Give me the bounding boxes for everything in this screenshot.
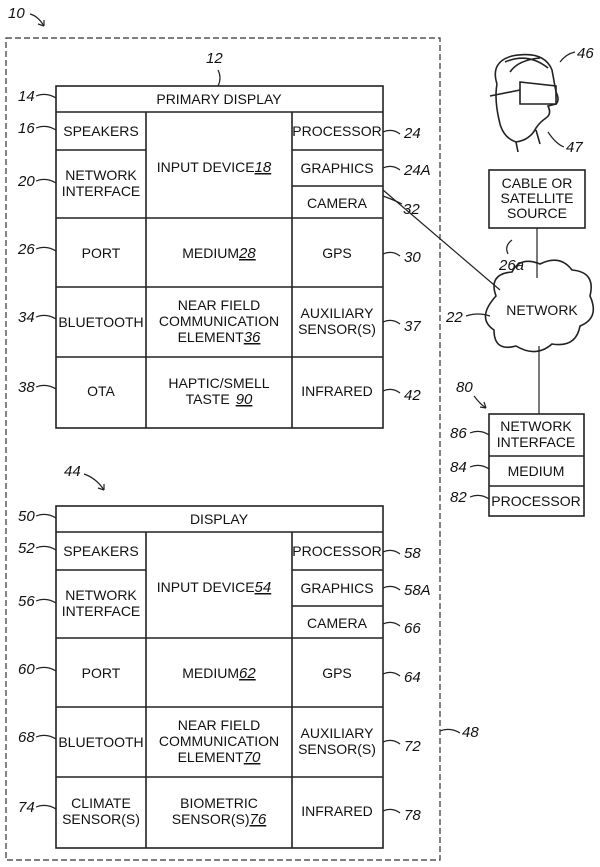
ref-26: 26 — [17, 241, 35, 258]
ref-64: 64 — [404, 669, 421, 686]
server-processor: PROCESSOR — [491, 493, 580, 509]
device2-graphics: GRAPHICS — [300, 580, 373, 596]
ref-78: 78 — [404, 807, 421, 824]
ref-24a: 24A — [403, 162, 431, 179]
device2-speakers: SPEAKERS — [63, 543, 138, 559]
ref-58: 58 — [404, 545, 421, 562]
device1-ota: OTA — [87, 383, 115, 399]
server-medium: MEDIUM — [508, 463, 565, 479]
device1-display-label: PRIMARY DISPLAY — [156, 91, 282, 107]
ref-device1: 12 — [206, 50, 223, 67]
ref-device2: 44 — [64, 463, 81, 480]
ref-24: 24 — [403, 125, 421, 142]
device1-processor: PROCESSOR — [292, 123, 381, 139]
ref-system-arrow — [29, 13, 45, 27]
device1-bluetooth: BLUETOOTH — [58, 314, 143, 330]
ref-60: 60 — [18, 661, 35, 678]
ref-58a: 58A — [404, 582, 431, 599]
network-cloud — [484, 259, 595, 353]
ref-80: 80 — [456, 379, 473, 396]
device1-port: PORT — [82, 245, 121, 261]
ref-22: 22 — [445, 309, 463, 326]
camera-network-link — [382, 189, 501, 291]
device2-processor: PROCESSOR — [292, 543, 381, 559]
ref-37: 37 — [404, 318, 421, 335]
ref-74: 74 — [18, 799, 35, 816]
ref-32: 32 — [403, 201, 420, 218]
network-label: NETWORK — [506, 302, 578, 318]
ref-48: 48 — [462, 724, 479, 741]
ref-56: 56 — [18, 593, 35, 610]
ref-66: 66 — [404, 620, 421, 637]
device1-input-device: INPUT DEVICE18 — [157, 159, 272, 176]
ref-46: 46 — [577, 45, 594, 62]
server-block — [488, 413, 585, 517]
device1-gps: GPS — [322, 245, 352, 261]
system-enclosure — [5, 37, 441, 861]
device2-medium: MEDIUM62 — [182, 665, 256, 682]
ref-82: 82 — [450, 489, 467, 506]
device2-block — [55, 505, 384, 849]
ref-14: 14 — [18, 88, 35, 105]
ref-system: 10 — [8, 5, 25, 22]
device1-graphics: GRAPHICS — [300, 160, 373, 176]
device2-infrared: INFRARED — [301, 803, 373, 819]
ref-30: 30 — [404, 249, 421, 266]
vr-headset-icon — [489, 53, 559, 153]
ref-26a: 26a — [498, 257, 524, 274]
ref-84: 84 — [450, 459, 467, 476]
device2-input-device: INPUT DEVICE54 — [157, 579, 271, 596]
ref-32-leader-1 — [382, 195, 403, 205]
device2-display-label: DISPLAY — [190, 511, 249, 527]
device1-block — [55, 85, 384, 429]
ref-20: 20 — [17, 173, 35, 190]
ref-50: 50 — [18, 508, 35, 525]
ref-72: 72 — [404, 738, 421, 755]
device2-bluetooth: BLUETOOTH — [58, 734, 143, 750]
device1-camera: CAMERA — [307, 195, 368, 211]
device1-infrared: INFRARED — [301, 383, 373, 399]
device1-speakers: SPEAKERS — [63, 123, 138, 139]
ref-68: 68 — [18, 729, 35, 746]
ref-38: 38 — [18, 379, 35, 396]
ref-52: 52 — [18, 540, 35, 557]
device2-port: PORT — [82, 665, 121, 681]
device2-gps: GPS — [322, 665, 352, 681]
ref-47: 47 — [566, 139, 583, 156]
device1-medium: MEDIUM28 — [182, 245, 256, 262]
ref-42: 42 — [404, 387, 421, 404]
ref-16: 16 — [18, 120, 35, 137]
ref-86: 86 — [450, 425, 467, 442]
device2-camera: CAMERA — [307, 615, 368, 631]
ref-34: 34 — [18, 309, 35, 326]
